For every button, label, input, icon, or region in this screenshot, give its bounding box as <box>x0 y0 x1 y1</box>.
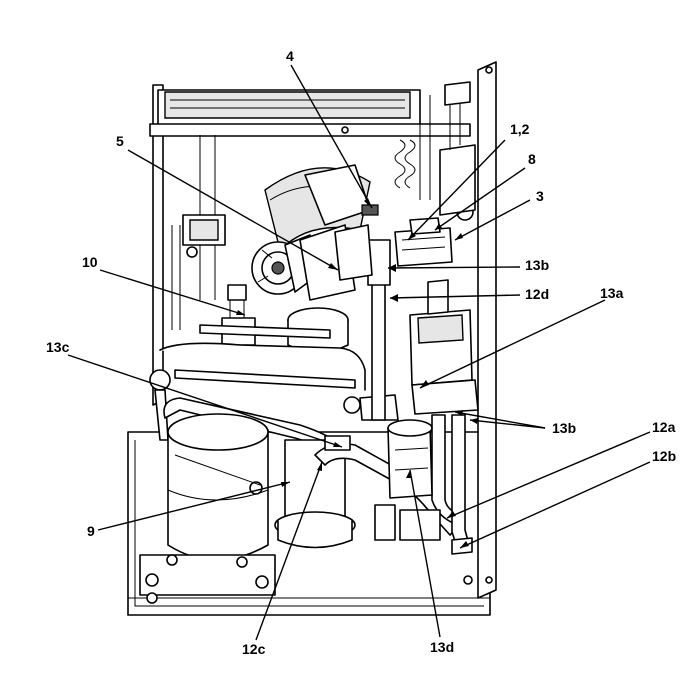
callout-12d: 12d <box>525 286 549 302</box>
bracket-4 <box>334 224 373 281</box>
right-frame-rail <box>477 61 497 599</box>
callout-13d: 13d <box>430 639 454 655</box>
callout-13a: 13a <box>600 285 624 301</box>
callout-8: 8 <box>528 151 536 167</box>
arrow-13a <box>420 380 429 388</box>
callout-4: 4 <box>286 48 294 64</box>
tube-12d <box>371 279 386 421</box>
leader-1-2 <box>407 139 506 241</box>
mid-tube-2 <box>199 324 331 339</box>
callout-12c: 12c <box>242 641 266 657</box>
arrow-13d <box>406 470 412 478</box>
top-cross-bar <box>149 123 471 137</box>
leader-13b-right-b <box>469 419 546 429</box>
arrow-3 <box>455 233 463 240</box>
callout-3: 3 <box>536 188 544 204</box>
callout-1-2: 1,2 <box>510 121 530 137</box>
leader-3 <box>454 199 531 241</box>
arrow-10 <box>236 310 245 315</box>
arrow-12a <box>447 511 456 518</box>
arrow-5 <box>328 263 338 270</box>
arrow-13b-right-b <box>470 418 478 424</box>
arrow-heads <box>236 198 478 548</box>
callout-labels: 4 1,2 8 5 3 10 13b 12d 13a 13c 13b 12a 1… <box>46 48 676 657</box>
leader-13b-top <box>387 266 521 269</box>
leader-13b-right-a <box>454 411 546 429</box>
leader-10 <box>99 269 246 316</box>
machine-drawing <box>127 61 497 616</box>
leader-8 <box>434 167 526 231</box>
leader-lines <box>67 64 651 641</box>
callout-12b: 12b <box>652 448 676 464</box>
arrow-9 <box>281 482 290 487</box>
leader-12d <box>389 294 521 299</box>
leader-5 <box>127 149 339 271</box>
leader-13c <box>67 354 343 448</box>
control-box <box>182 214 226 258</box>
callout-5: 5 <box>116 133 124 149</box>
fitting-13c <box>149 369 171 441</box>
callout-13b-top: 13b <box>525 257 549 273</box>
arrow-12b <box>460 541 469 548</box>
arrow-13b-top <box>388 264 396 272</box>
callout-13c: 13c <box>46 339 70 355</box>
arrow-4 <box>364 198 372 208</box>
leader-13d <box>409 469 441 638</box>
arrow-12c <box>317 462 322 471</box>
leader-12a <box>446 431 651 519</box>
arrow-8 <box>435 223 442 230</box>
arrow-13b-right-a <box>455 410 463 416</box>
mid-tube-3 <box>174 369 356 389</box>
heat-exchanger <box>387 419 433 499</box>
leader-12c <box>255 461 323 641</box>
callout-9: 9 <box>87 523 95 539</box>
leader-13a <box>419 299 606 389</box>
compressor-feet <box>139 554 276 604</box>
condenser-coil <box>164 91 411 119</box>
leader-9 <box>97 481 291 531</box>
arrow-13c <box>333 442 342 447</box>
arrow-1-2 <box>408 232 416 240</box>
receiver-tank <box>409 279 479 415</box>
callout-13b-right: 13b <box>552 420 576 436</box>
leader-12b <box>459 461 651 549</box>
callout-10: 10 <box>82 254 98 270</box>
coil-loops <box>394 95 431 200</box>
leader-4 <box>290 64 373 209</box>
arrow-12d <box>390 294 398 302</box>
compressor <box>167 413 269 561</box>
callout-12a: 12a <box>652 419 676 435</box>
